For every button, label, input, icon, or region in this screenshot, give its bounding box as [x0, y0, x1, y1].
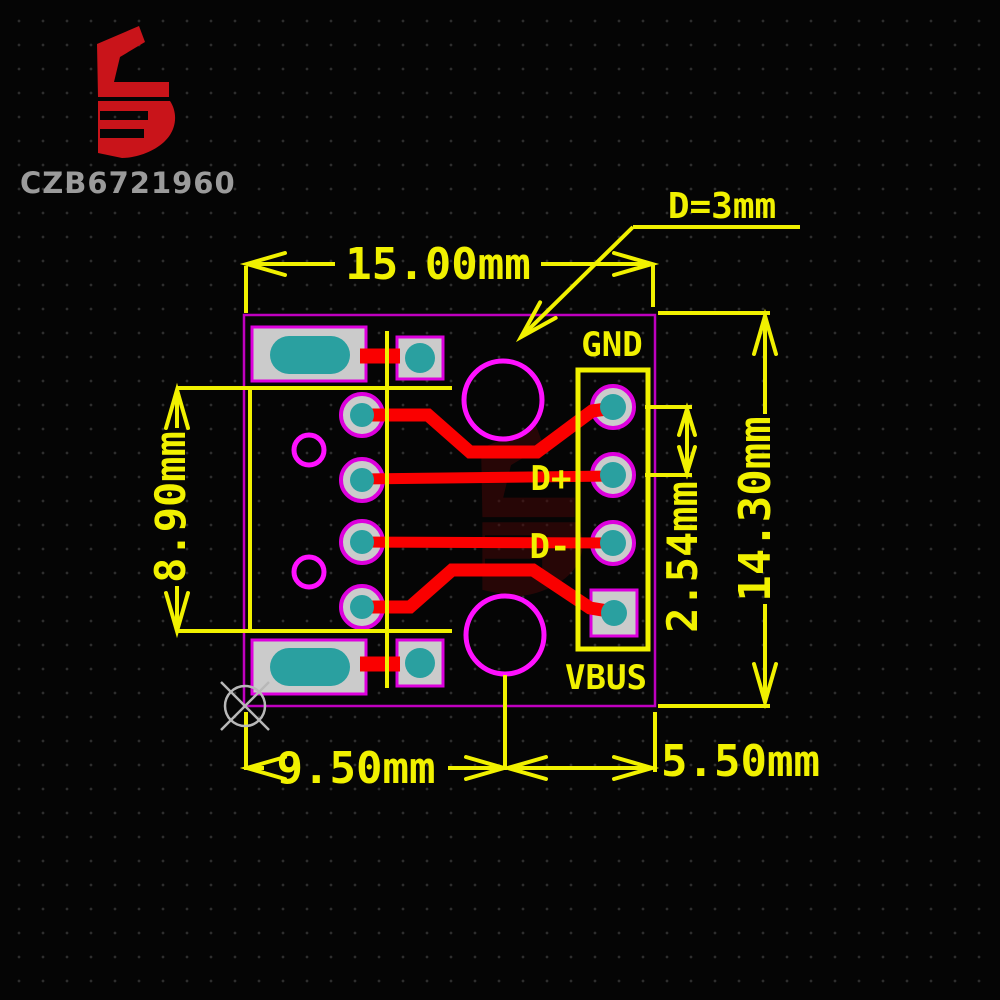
shield-pad-bottom-plating: [270, 648, 350, 686]
locating-hole-bottom: [291, 554, 327, 590]
header-pad-vbus: [589, 588, 639, 638]
usb-pad-2-hole: [350, 468, 374, 492]
header-pin-pads: [589, 384, 639, 638]
leader-arrow-icon: [515, 300, 558, 343]
header-dplus-hole: [600, 462, 626, 488]
dimension-board-width: 15.00mm: [239, 239, 660, 313]
dimension-hole-offset-right: 5.50mm: [500, 712, 820, 787]
copper-traces: [360, 348, 616, 672]
dim-text-hole-diameter: D=3mm: [668, 186, 776, 227]
header-dminus-hole: [600, 530, 626, 556]
arrow-right-icon: [612, 251, 660, 277]
dim-text-hole-offset-right: 5.50mm: [661, 736, 820, 787]
label-gnd: GND: [581, 325, 642, 365]
arrow-up-icon: [164, 382, 190, 430]
usb-shield-pads: [250, 325, 445, 696]
seller-id-watermark: CZB6721960: [20, 166, 236, 200]
trace-gnd: [362, 401, 615, 459]
dimension-hole-diameter: D=3mm: [515, 186, 800, 343]
logo-b-shape: [98, 101, 176, 158]
arrow-left-icon: [239, 755, 287, 781]
seller-logo-icon: [97, 26, 176, 158]
mounting-hole-bottom: [463, 593, 547, 677]
label-dplus: D+: [531, 459, 572, 499]
trace-vbus: [362, 563, 616, 619]
arrow-up-icon: [677, 402, 697, 437]
origin-crosshair-icon: [220, 681, 270, 731]
header-gnd-hole: [600, 394, 626, 420]
dim-text-hole-offset-left: 9.50mm: [277, 743, 436, 794]
arrow-down-icon: [677, 445, 697, 480]
dim-text-usb-height: 8.90mm: [146, 431, 195, 583]
arrow-right-icon: [612, 755, 660, 781]
dimension-board-height: 14.30mm: [658, 308, 781, 710]
arrow-left-icon: [500, 755, 548, 781]
label-dminus: D-: [530, 527, 571, 567]
arrow-down-icon: [164, 591, 190, 639]
dimension-usb-height: 8.90mm: [146, 382, 195, 639]
arrow-left-icon: [239, 251, 287, 277]
dimension-hole-offset-left: 9.50mm: [239, 675, 512, 794]
pad-centers: [270, 336, 627, 686]
usb-pad-1-hole: [350, 403, 374, 427]
shield-via-bottom-hole: [405, 648, 435, 678]
arrow-up-icon: [752, 308, 778, 356]
trace-dplus: [361, 470, 615, 485]
dim-text-board-width: 15.00mm: [345, 239, 530, 290]
pcb-outline: [242, 313, 657, 708]
usb-pad-4-hole: [350, 595, 374, 619]
mounting-hole-top: [461, 358, 545, 442]
usb-pad-3-hole: [350, 530, 374, 554]
header-silkscreen-box: [575, 367, 651, 652]
usb-pin-pads: [339, 392, 385, 630]
connector-silkscreen: [177, 331, 452, 688]
shield-pad-top-plating: [270, 336, 350, 374]
locating-hole-top: [291, 432, 327, 468]
dim-text-pin-pitch: 2.54mm: [658, 481, 707, 633]
dim-text-board-height: 14.30mm: [730, 416, 781, 601]
trace-dminus: [361, 536, 615, 549]
shield-via-top-hole: [405, 343, 435, 373]
arrow-down-icon: [752, 662, 778, 710]
logo-z-shape: [97, 26, 169, 97]
header-vbus-hole: [601, 600, 627, 626]
dimension-pin-pitch: 2.54mm: [645, 402, 707, 633]
label-vbus: VBUS: [565, 658, 647, 698]
